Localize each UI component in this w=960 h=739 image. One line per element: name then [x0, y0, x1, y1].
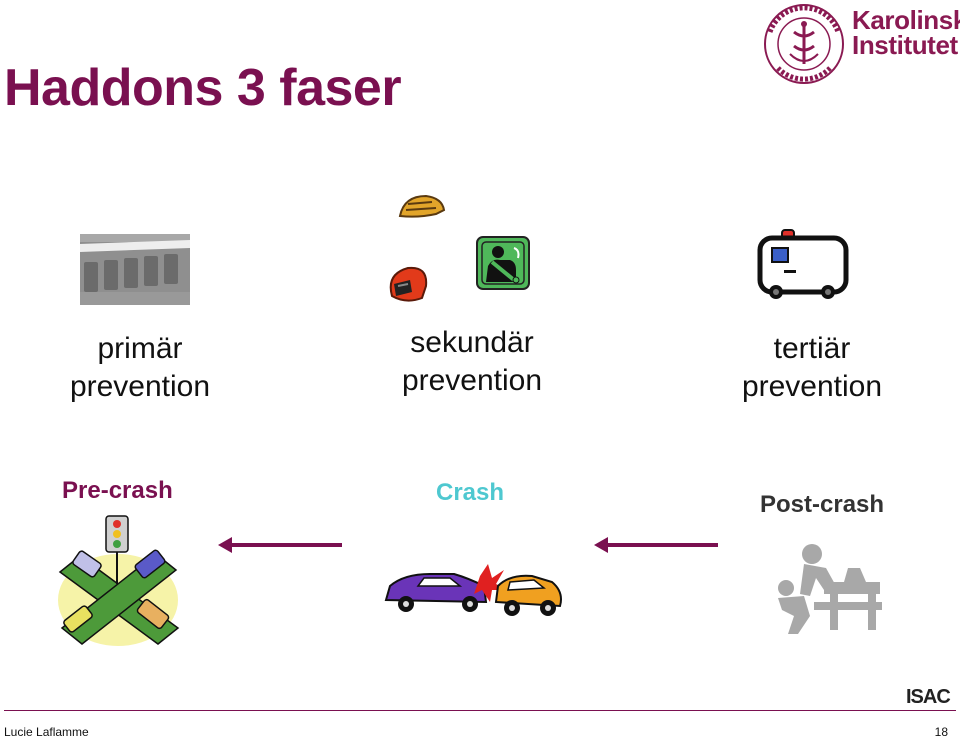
phase-secondary-line2: prevention: [401, 364, 543, 397]
phase-tertiary-label: tertiär prevention: [712, 330, 912, 406]
isac-logo: ISAC: [906, 686, 951, 708]
phase-tertiary-line1: tertiär: [773, 332, 851, 365]
car-crash-icon: [384, 564, 562, 616]
post-crash-label: Post-crash: [760, 491, 885, 518]
phase-secondary-line1: sekundär: [410, 326, 534, 359]
footer-author: Lucie Laflamme: [4, 725, 89, 739]
arrow-left-icon-2: [594, 537, 718, 553]
phase-tertiary-line2: prevention: [741, 370, 883, 403]
page-number: 18: [934, 725, 948, 739]
ambulance-icon: [757, 229, 849, 299]
crash-label: Crash: [436, 479, 505, 506]
arrow-left-icon: [218, 537, 342, 553]
intersection-traffic-icon: [58, 515, 180, 646]
phase-primary-label: primär prevention: [40, 330, 240, 406]
seatbelt-sign-icon: [476, 236, 530, 290]
logo-line2: Institutet: [852, 30, 958, 60]
bicycle-helmet-icon: [398, 194, 446, 218]
rumble-strip-image: [80, 234, 190, 305]
logo-line1: Karolinska: [852, 5, 960, 35]
motorcycle-helmet-icon: [389, 266, 428, 302]
footer-divider: [4, 710, 956, 711]
phase-primary-line2: prevention: [69, 370, 211, 403]
pre-crash-label: Pre-crash: [62, 477, 173, 504]
karolinska-seal-icon: [764, 4, 844, 84]
slide-title: Haddons 3 faser: [4, 59, 402, 117]
first-aid-person-icon: [778, 544, 882, 634]
karolinska-logo-text: Karolinska Institutet: [852, 5, 960, 60]
phase-primary-line1: primär: [97, 332, 183, 365]
phase-secondary-label: sekundär prevention: [372, 324, 572, 400]
karolinska-logo: Karolinska Institutet: [760, 2, 960, 86]
